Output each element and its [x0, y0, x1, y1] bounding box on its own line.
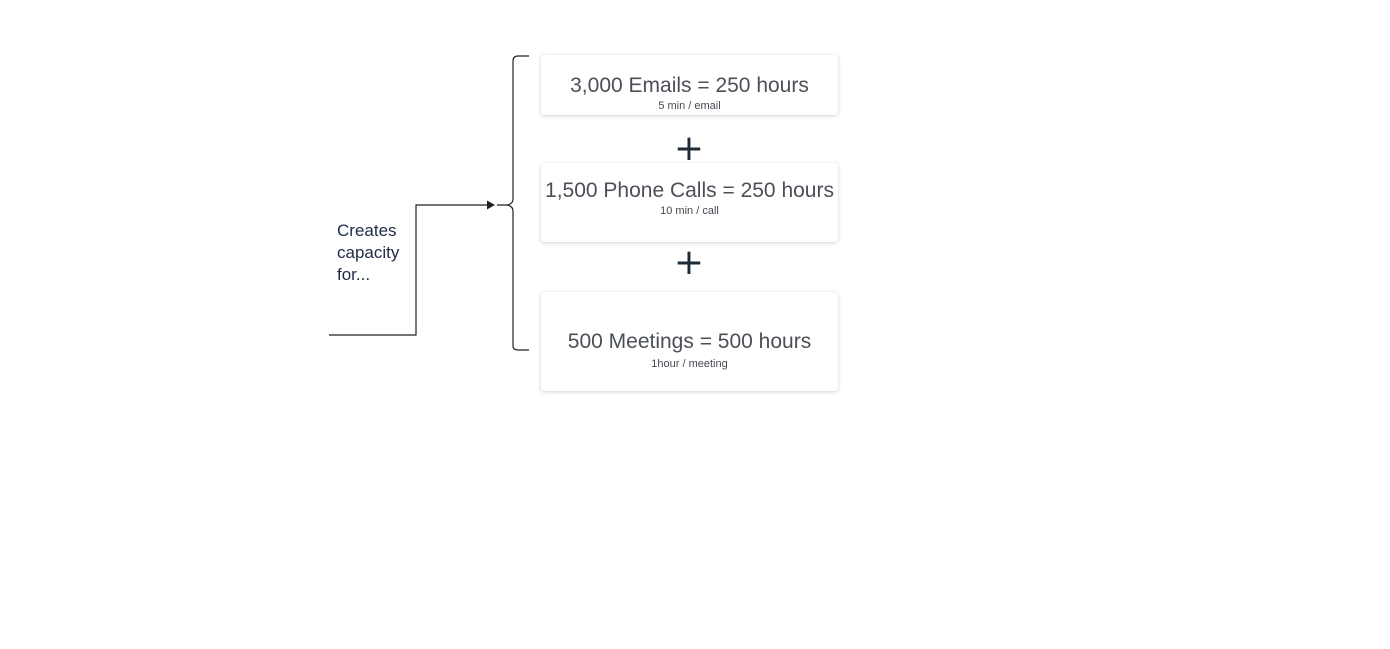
plus-operator: + [673, 242, 705, 283]
card-rate: 1hour / meeting [651, 358, 728, 370]
curly-brace [497, 55, 529, 351]
card-title: 3,000 Emails = 250 hours [570, 74, 809, 97]
side-label-line: capacity [337, 243, 400, 262]
side-label: Creates capacity for... [337, 220, 417, 286]
card-rate: 10 min / call [660, 205, 719, 217]
meetings-card: 500 Meetings = 500 hours 1hour / meeting [541, 292, 838, 391]
arrowhead [487, 200, 495, 210]
emails-card: 3,000 Emails = 250 hours 5 min / email [541, 55, 838, 115]
side-label-line: Creates [337, 221, 397, 240]
phone-calls-card: 1,500 Phone Calls = 250 hours 10 min / c… [541, 163, 838, 242]
plus-operator: + [673, 128, 705, 169]
card-title: 500 Meetings = 500 hours [567, 330, 812, 353]
card-title: 1,500 Phone Calls = 250 hours [545, 179, 834, 202]
side-label-line: for... [337, 265, 371, 284]
card-rate: 5 min / email [658, 100, 721, 112]
